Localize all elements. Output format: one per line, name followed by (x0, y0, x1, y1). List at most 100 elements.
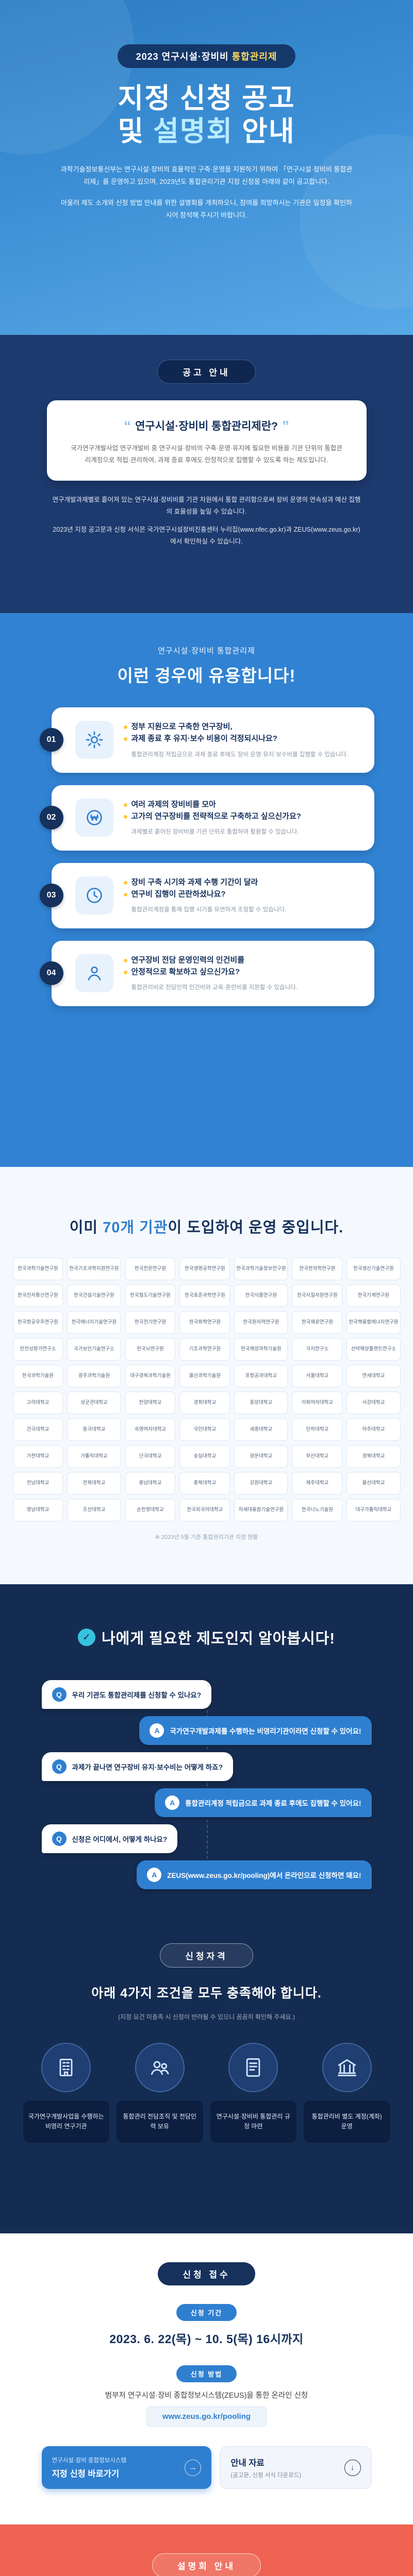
institution-chip: 영남대학교 (12, 1499, 63, 1522)
card-number-badge: 02 (39, 806, 63, 830)
qa-bubble-text: 통합관리계정 적립금으로 과제 종료 후에도 집행할 수 있어요! (185, 1800, 361, 1808)
card-line-2: 연구비 집행이 곤란하셨나요? (123, 888, 360, 900)
definition-title-text: 연구시설·장비비 통합관리제란? (135, 420, 278, 432)
briefing-section-pill: 설명회 안내 (152, 2553, 261, 2576)
institution-chip: 안전성평가연구소 (12, 1338, 63, 1361)
notice-section-pill: 공고 안내 (157, 360, 256, 384)
close-quote-icon: ” (282, 418, 289, 434)
header-paragraph-2: 아울러 제도 소개와 신청 방법 안내를 위한 설명회를 개최하오니, 참여를 … (61, 198, 352, 219)
qualification-card-list: 국가연구개발사업을 수행하는 비영리 연구기관 통합관리 전담조직 및 전담인력… (23, 2042, 390, 2143)
institution-chip: 한국전자통신연구원 (12, 1284, 63, 1308)
institution-chip: 부산대학교 (292, 1445, 343, 1468)
header-badge: 2023 연구시설·장비비 통합관리제 (117, 44, 296, 68)
zeus-button-line-2: 지정 신청 바로가기 (52, 2469, 120, 2479)
institution-chip: 대구가톨릭대학교 (346, 1499, 401, 1522)
institution-chip: 인하대학교 (292, 1418, 343, 1442)
qa-bubble: Q 신청은 어디에서, 어떻게 하나요? (41, 1824, 178, 1854)
apply-section: 신청 접수 신청 기간 2023. 6. 22(목) ~ 10. 5(목) 16… (0, 2233, 413, 2524)
notice-paragraph-1: 연구개발과제별로 흩어져 있는 연구시설·장비비를 기관 차원에서 통합 관리함… (52, 496, 361, 515)
qualification-icon (135, 2042, 185, 2092)
institution-chip: 한국생명공학연구원 (179, 1258, 230, 1281)
institution-chip: 조선대학교 (67, 1499, 121, 1522)
card-text: 장비 구축 시기와 과제 수행 기간이 달라 연구비 집행이 곤란하셨나요? 통… (123, 876, 360, 915)
check-icon: ✓ (77, 1629, 95, 1647)
card-line-1: 연구장비 전담 운영인력의 인건비를 (123, 954, 360, 966)
card-line-1: 정부 지원으로 구축한 연구장비, (123, 721, 360, 733)
building-icon (59, 2058, 73, 2076)
useful-title: 이런 경우에 유용합니다! (117, 666, 296, 685)
notice-paragraph-2: 2023년 지정 공고문과 신청 서식은 국가연구시설장비진흥센터 누리집(ww… (53, 526, 360, 545)
briefing-section: 설명회 안내 일시 2023. 7. 6(목) 14:00 ~ 16:00 장소… (0, 2524, 413, 2576)
institution-chip: 아주대학교 (346, 1418, 401, 1442)
institution-chip: 가톨릭대학교 (67, 1445, 121, 1468)
card-line-2: 안정적으로 확보하고 싶으신가요? (123, 966, 360, 978)
qa-bubble-text: 신청은 어디에서, 어떻게 하나요? (72, 1836, 168, 1844)
download-docs-button[interactable]: 안내 자료 (공고문, 신청 서식 다운로드) ↓ (220, 2446, 372, 2489)
apply-section-pill: 신청 접수 (158, 2262, 255, 2285)
definition-title: “ 연구시설·장비비 통합관리제란? ” (70, 418, 344, 434)
card-number-badge: 03 (39, 884, 63, 908)
qa-badge-icon: Q (52, 1759, 67, 1774)
institution-chip: 한국철도기술연구원 (125, 1284, 176, 1308)
institution-chip: 경북대학교 (346, 1445, 401, 1468)
qualification-card: 연구시설·장비비 통합관리 규정 마련 (210, 2042, 296, 2143)
institution-chip: 한국천문연구원 (125, 1258, 176, 1281)
institution-chip: 한국기계연구원 (346, 1284, 401, 1308)
qa-bubble-list: Q 우리 기관도 통합관리제를 신청할 수 있나요? A 국가연구개발과제를 수… (41, 1680, 372, 1890)
qualification-section-pill: 신청자격 (160, 1943, 253, 1968)
title-2-prefix: 및 (118, 115, 154, 147)
zeus-apply-button[interactable]: 연구시설·장비 종합정보시스템 지정 신청 바로가기 → (41, 2446, 212, 2489)
institution-chip: 한국건설기술연구원 (67, 1284, 121, 1308)
institution-chip: 한국과학기술원 (12, 1365, 63, 1388)
orgs-title-prefix: 이미 (69, 1219, 103, 1236)
page-title: 지정 신청 공고 및 설명회 안내 (0, 82, 413, 148)
qa-bubble-text: 과제가 끝나면 연구장비 유지·보수비는 어떻게 하죠? (72, 1764, 223, 1772)
qualification-icon (228, 2042, 278, 2092)
card-line-1: 여러 과제의 장비비를 모아 (123, 799, 360, 810)
institution-chip: 한국기초과학지원연구원 (67, 1258, 121, 1281)
people-icon (151, 2061, 169, 2075)
qualification-label: 통합관리 전담조직 및 전담인력 보유 (117, 2100, 203, 2143)
header-paragraph-1: 과학기술정보통신부는 연구시설·장비의 효율적인 구축·운영을 지원하기 위하여… (60, 165, 353, 186)
institution-chip: 한국항공우주연구원 (12, 1311, 63, 1334)
institution-chip: 한국핵융합에너지연구원 (346, 1311, 401, 1334)
qualification-icon (322, 2042, 372, 2092)
useful-card: 03 장비 구축 시기와 과제 수행 기간이 달라 연구비 집행이 곤란하셨나요… (39, 862, 374, 928)
badge-text: 2023 연구시설·장비비 (136, 52, 232, 62)
institution-chip: 경희대학교 (179, 1392, 230, 1415)
institution-chip: 한국한의학연구원 (292, 1258, 343, 1281)
card-number-badge: 04 (39, 961, 63, 986)
institution-chip: 한국전기연구원 (125, 1311, 176, 1334)
institution-chip: 한국과학기술연구원 (12, 1258, 63, 1281)
flow-section: ✓ 나에게 필요한 제도인지 알아봅시다! Q 우리 기관도 통합관리제를 신청… (0, 1584, 413, 1917)
institution-chip: 포항공과대학교 (234, 1365, 288, 1388)
card-line-2: 고가의 연구장비를 전략적으로 구축하고 싶으신가요? (123, 810, 360, 822)
zeus-url-link[interactable]: www.zeus.go.kr/pooling (146, 2406, 267, 2427)
open-quote-icon: “ (124, 418, 131, 434)
card-line-2: 과제 종료 후 유지·보수 비용이 걱정되시나요? (123, 733, 360, 744)
qa-bubble: A 통합관리계정 적립금으로 과제 종료 후에도 집행할 수 있어요! (155, 1788, 372, 1818)
qualification-label: 국가연구개발사업을 수행하는 비영리 연구기관 (23, 2100, 109, 2143)
institution-chip: 기초과학연구원 (179, 1338, 230, 1361)
institution-chip: 한국식품연구원 (234, 1284, 288, 1308)
qualification-card: 통합관리 전담조직 및 전담인력 보유 (117, 2042, 203, 2143)
qualification-label: 연구시설·장비비 통합관리 규정 마련 (210, 2100, 296, 2143)
institution-chip: 숙명여자대학교 (125, 1418, 176, 1442)
qa-bubble: A ZEUS(www.zeus.go.kr/pooling)에서 온라인으로 신… (137, 1860, 372, 1890)
card-subtext: 통합관리계정 적립금으로 과제 종료 후에도 장비 운영·유지·보수비를 집행할… (131, 751, 349, 758)
gear-icon (86, 732, 103, 749)
period-value: 2023. 6. 22(목) ~ 10. 5(목) 16시까지 (109, 2332, 304, 2346)
institution-chip-grid: 한국과학기술연구원 한국기초과학지원연구원 한국천문연구원 한국생명공학연구원 … (12, 1258, 401, 1522)
useful-card: 02 여러 과제의 장비비를 모아 고가의 연구장비를 전략적으로 구축하고 싶… (39, 785, 374, 851)
title-2-suffix: 안내 (233, 115, 295, 147)
flow-title-wrap: ✓ 나에게 필요한 제도인지 알아봅시다! (0, 1614, 413, 1660)
card-subtext: 통합관리비로 전담인력 인건비와 교육·훈련비를 지원할 수 있습니다. (131, 985, 298, 991)
card-subtext: 통합관리계정을 통해 집행 시기를 유연하게 조정할 수 있습니다. (131, 907, 287, 913)
institution-chip: 한국생산기술연구원 (346, 1258, 401, 1281)
download-icon: ↓ (344, 2459, 361, 2476)
useful-card-list: 01 정부 지원으로 구축한 연구장비, 과제 종료 후 유지·보수 비용이 걱… (39, 707, 374, 1006)
docs-button-text: 안내 자료 (공고문, 신청 서식 다운로드) (230, 2456, 301, 2479)
institution-chip: 서강대학교 (346, 1392, 401, 1415)
useful-card: 01 정부 지원으로 구축한 연구장비, 과제 종료 후 유지·보수 비용이 걱… (39, 707, 374, 773)
